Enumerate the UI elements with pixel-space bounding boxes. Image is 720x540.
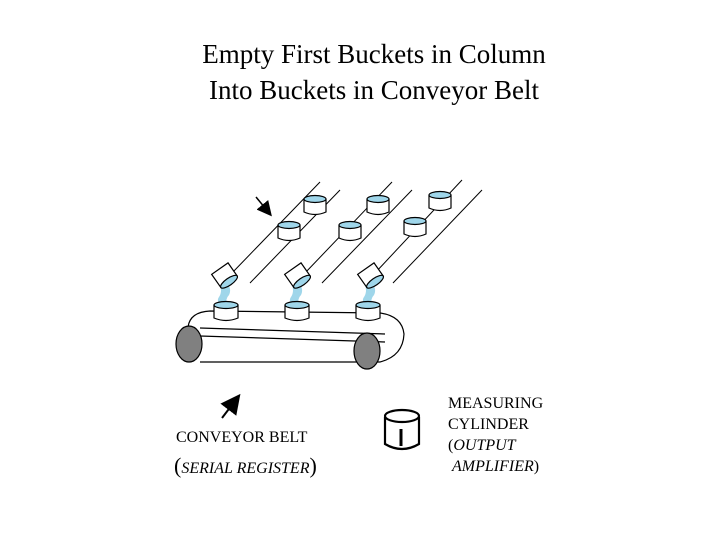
bucket-icon [284, 300, 310, 322]
belt-inner-line [199, 335, 386, 343]
bucket-icon [338, 220, 362, 242]
tipped-buckets [210, 262, 385, 289]
bucket-icon [277, 220, 301, 242]
column-line [392, 189, 483, 284]
tipped-bucket [283, 262, 312, 289]
column-line [321, 189, 413, 284]
belt-outline [187, 310, 405, 363]
bucket-icon [355, 300, 381, 322]
left-roller [175, 325, 203, 363]
water-stream [362, 283, 376, 305]
serial-open-paren: ( [174, 453, 182, 478]
conveyor-belt-label: CONVEYOR BELT [176, 429, 308, 446]
conveyor-belt [175, 310, 405, 370]
column-buckets [277, 190, 452, 242]
meas-line-1: MEASURING [448, 395, 544, 412]
water-streams [217, 283, 376, 305]
bucket-icon [403, 216, 427, 238]
bucket-icon [428, 190, 452, 212]
serial-register-label: (SERIAL REGISTER) [174, 454, 317, 481]
bucket-icon [213, 300, 239, 322]
meas-line-2: CYLINDER [448, 416, 529, 433]
column-line [231, 181, 321, 274]
serial-register-text: SERIAL REGISTER [181, 460, 310, 477]
measuring-cylinder-label: MEASURING CYLINDER (OUTPUT AMPLIFIER) [448, 393, 543, 477]
meas-line-4: AMPLIFIER) [452, 458, 540, 475]
title-line-2: Into Buckets in Conveyor Belt [209, 75, 539, 105]
tipped-bucket [356, 262, 385, 289]
water-stream [217, 283, 231, 305]
tipped-bucket [210, 262, 239, 289]
pointer-arrow [255, 196, 272, 217]
right-roller [353, 332, 381, 370]
belt-inner-line [199, 327, 386, 335]
bucket-icon [366, 194, 390, 216]
bucket-icon [303, 194, 327, 216]
conveyor-arrow [220, 393, 241, 419]
measuring-cylinder-icon [383, 408, 421, 451]
serial-close-paren: ) [309, 453, 317, 478]
meas-line-3: (OUTPUT [448, 437, 516, 454]
water-stream [289, 283, 303, 305]
title-line-1: Empty First Buckets in Column [202, 39, 546, 69]
belt-buckets [213, 300, 381, 322]
